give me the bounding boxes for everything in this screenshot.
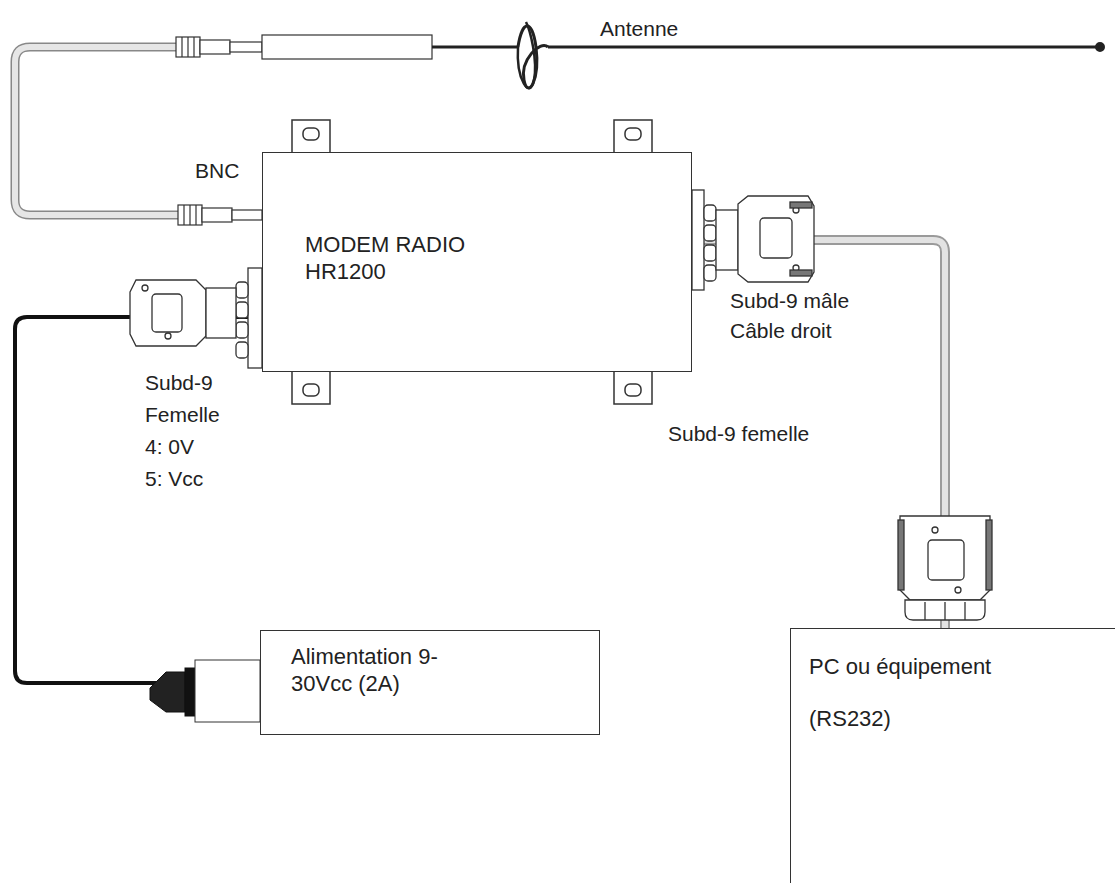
- subd9-connector: [692, 190, 814, 290]
- part-label: 4: 0V: [145, 434, 194, 460]
- cable-line: [15, 317, 262, 683]
- bnc-connector: [176, 35, 432, 59]
- part-label: Subd-9: [145, 370, 213, 396]
- pc-box: PC ou équipement (RS232): [790, 628, 1115, 883]
- cable: [15, 317, 262, 683]
- subd9-connector: [898, 516, 992, 620]
- node-text: (RS232): [809, 705, 891, 732]
- subd9-connector: [130, 268, 262, 368]
- part-label: BNC: [195, 158, 239, 184]
- modem-box: MODEM RADIO HR1200: [262, 152, 692, 372]
- antenna-cable-core: [15, 47, 178, 215]
- part-label: Femelle: [145, 402, 220, 428]
- node-text: PC ou équipement: [809, 653, 991, 680]
- bnc-connector: [178, 205, 262, 225]
- node-text: Alimentation 9-30Vcc (2A): [291, 643, 441, 697]
- part-label: Antenne: [600, 16, 678, 42]
- part-label: Subd-9 femelle: [668, 421, 809, 447]
- node-text: MODEM RADIO HR1200: [305, 231, 495, 285]
- power-plug: [150, 660, 260, 722]
- part-label: Câble droit: [730, 318, 832, 344]
- antenna-wire: [432, 22, 1104, 88]
- power-supply-box: Alimentation 9-30Vcc (2A): [260, 630, 600, 735]
- part-label: Subd-9 mâle: [730, 288, 849, 314]
- part-label: 5: Vcc: [145, 466, 203, 492]
- antenna-cable: [15, 47, 178, 215]
